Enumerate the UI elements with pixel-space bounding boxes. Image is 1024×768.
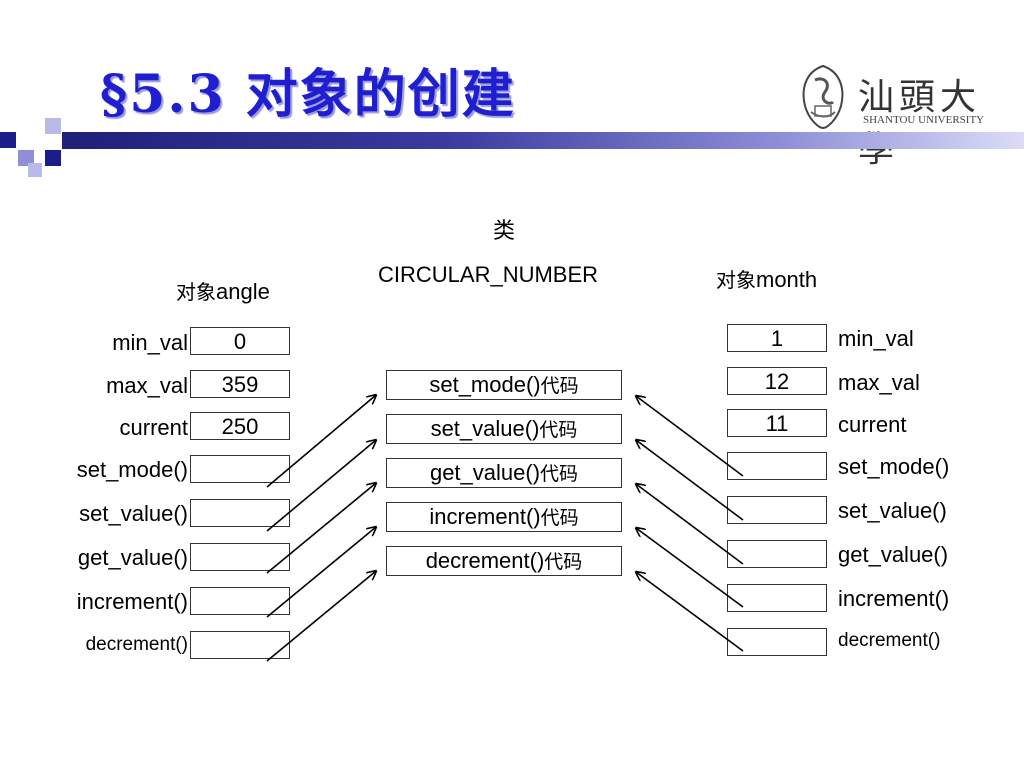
deco-square	[0, 132, 16, 148]
arrow	[266, 571, 376, 662]
arrow	[266, 395, 376, 488]
arrow	[636, 396, 744, 477]
page-title: §5.3 对象的创建	[100, 64, 516, 125]
method-suffix: 代码	[539, 419, 578, 441]
object-prefix: 对象	[716, 268, 756, 292]
arrow	[636, 484, 744, 565]
left-label: decrement()	[85, 634, 188, 655]
left-label: set_value()	[79, 501, 188, 526]
class-heading: 类	[493, 219, 516, 244]
method-name: increment()	[429, 504, 541, 529]
left-label: min_val	[112, 330, 188, 355]
deco-square	[28, 163, 42, 177]
method-box: set_value()代码	[386, 414, 622, 444]
method-box: decrement()代码	[386, 546, 622, 576]
method-box: get_value()代码	[386, 458, 622, 488]
right-field-box	[727, 628, 827, 656]
right-label: decrement()	[838, 630, 941, 651]
left-field-box: 359	[190, 370, 290, 398]
right-field-box: 12	[727, 367, 827, 395]
right-field-box: 11	[727, 409, 827, 437]
left-field-box	[190, 587, 290, 615]
arrow	[636, 572, 744, 652]
right-object-heading: 对象month	[716, 267, 817, 293]
left-label: set_mode()	[76, 457, 188, 482]
right-field-box	[727, 452, 827, 480]
left-label: increment()	[76, 589, 188, 614]
emblem-icon	[802, 64, 844, 130]
class-name: CIRCULAR_NUMBER	[378, 262, 599, 287]
method-suffix: 代码	[540, 375, 579, 397]
left-field-box: 0	[190, 327, 290, 355]
method-name: set_mode()	[429, 372, 541, 397]
left-field-box	[190, 631, 290, 659]
right-field-box	[727, 496, 827, 524]
object-name: angle	[216, 279, 270, 304]
method-suffix: 代码	[540, 463, 579, 485]
method-name: decrement()	[425, 548, 545, 573]
left-field-box	[190, 499, 290, 527]
right-label: set_value()	[838, 498, 947, 523]
right-field-box: 1	[727, 324, 827, 352]
deco-square	[45, 150, 61, 166]
logo-english-name: SHANTOU UNIVERSITY	[863, 114, 985, 126]
method-name: get_value()	[429, 460, 541, 485]
right-label: set_mode()	[838, 454, 950, 479]
right-label: increment()	[838, 586, 950, 611]
arrow	[266, 440, 376, 532]
object-prefix: 对象	[176, 280, 216, 304]
right-label: get_value()	[838, 542, 949, 567]
method-name: set_value()	[430, 416, 540, 441]
left-field-box	[190, 455, 290, 483]
left-object-heading: 对象angle	[176, 279, 270, 305]
method-suffix: 代码	[540, 507, 579, 529]
right-field-box	[727, 540, 827, 568]
arrow	[266, 483, 376, 574]
method-suffix: 代码	[544, 551, 583, 573]
arrow	[636, 528, 744, 608]
title-divider-bar	[62, 132, 1024, 149]
right-field-box	[727, 584, 827, 612]
left-label: get_value()	[77, 545, 188, 570]
right-label: current	[838, 412, 907, 437]
arrow	[636, 440, 744, 521]
left-field-box: 250	[190, 412, 290, 440]
arrow	[266, 527, 376, 618]
left-label: current	[119, 415, 188, 440]
method-box: set_mode()代码	[386, 370, 622, 400]
right-label: min_val	[838, 326, 914, 351]
deco-square	[18, 150, 34, 166]
method-box: increment()代码	[386, 502, 622, 532]
object-name: month	[756, 267, 818, 292]
deco-square	[45, 118, 61, 134]
left-field-box	[190, 543, 290, 571]
left-label: max_val	[106, 373, 188, 398]
right-label: max_val	[838, 370, 920, 395]
